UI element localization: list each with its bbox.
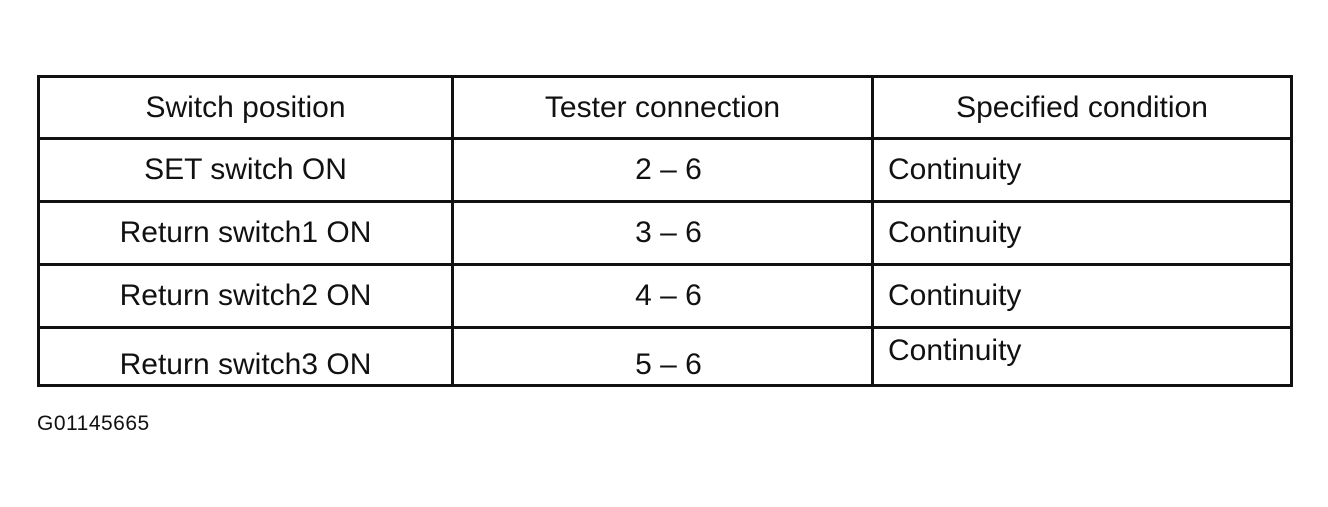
switch-position-text: Return switch3 ON <box>119 347 372 381</box>
tester-connection-text: 5 – 6 <box>635 347 702 381</box>
specified-condition-text: Continuity <box>888 153 1022 186</box>
switch-position-text: Return switch1 ON <box>119 216 372 249</box>
specified-condition-cell: Continuity <box>871 326 1293 387</box>
switch-position-text: SET switch ON <box>144 153 347 186</box>
switch-position-cell: Return switch1 ON <box>37 200 454 266</box>
specified-condition-text: Continuity <box>888 216 1022 249</box>
tester-connection-text: 3 – 6 <box>635 216 702 249</box>
tester-connection-cell: 2 – 6 <box>451 137 874 203</box>
specified-condition-cell: Continuity <box>871 263 1293 329</box>
switch-position-cell: SET switch ON <box>37 137 454 203</box>
tester-connection-cell: 5 – 6 <box>451 326 874 387</box>
specified-condition-text: Continuity <box>888 279 1022 312</box>
table-row: Return switch2 ON 4 – 6 Continuity <box>37 263 1293 329</box>
header-switch-position: Switch position <box>37 75 454 140</box>
switch-position-cell: Return switch3 ON <box>37 326 454 387</box>
tester-connection-text: 2 – 6 <box>635 153 702 186</box>
header-specified-condition: Specified condition <box>871 75 1293 140</box>
figure-id: G01145665 <box>37 412 150 435</box>
table-row: Return switch1 ON 3 – 6 Continuity <box>37 200 1293 266</box>
tester-connection-cell: 4 – 6 <box>451 263 874 329</box>
switch-position-cell: Return switch2 ON <box>37 263 454 329</box>
specified-condition-cell: Continuity <box>871 137 1293 203</box>
table-row: SET switch ON 2 – 6 Continuity <box>37 137 1293 203</box>
header-tester-connection: Tester connection <box>451 75 874 140</box>
specified-condition-cell: Continuity <box>871 200 1293 266</box>
tester-connection-text: 4 – 6 <box>635 279 702 312</box>
table-row: Return switch3 ON 5 – 6 Continuity <box>37 326 1293 387</box>
switch-position-text: Return switch2 ON <box>119 279 372 312</box>
switch-inspection-table: Switch position Tester connection Specif… <box>37 75 1293 387</box>
tester-connection-cell: 3 – 6 <box>451 200 874 266</box>
table-header-row: Switch position Tester connection Specif… <box>37 75 1293 140</box>
specified-condition-text: Continuity <box>888 333 1022 367</box>
